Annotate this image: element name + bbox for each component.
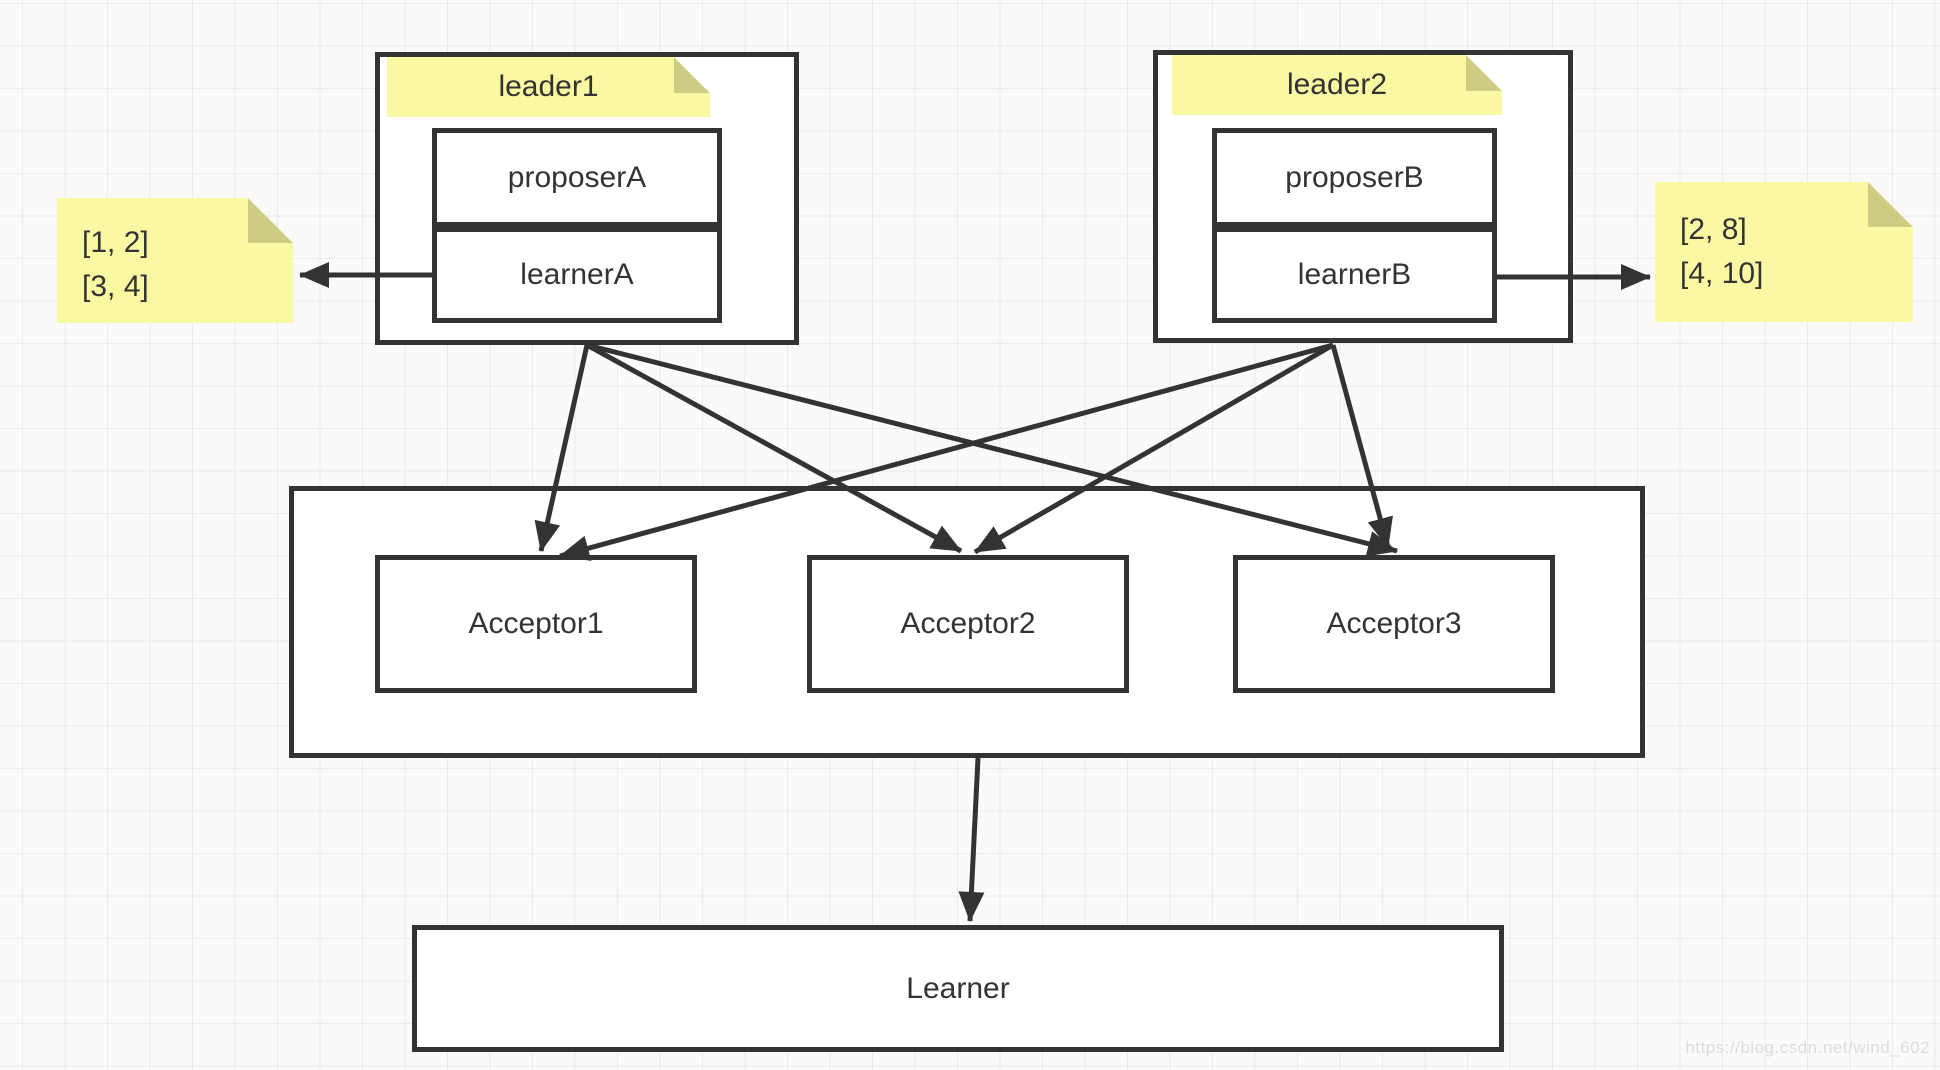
note-line: [4, 10] xyxy=(1680,257,1764,290)
watermark-text: https://blog.csdn.net/wind_602 xyxy=(1685,1038,1930,1057)
leader2-group-box: leader2 proposerB learnerB xyxy=(1153,50,1573,343)
acceptor1-label: Acceptor1 xyxy=(468,607,604,640)
acceptor2-box: Acceptor2 xyxy=(807,555,1129,693)
proposerB-label: proposerB xyxy=(1285,160,1424,194)
acceptor2-label: Acceptor2 xyxy=(900,607,1036,640)
learnerA-label: learnerA xyxy=(520,258,634,291)
proposerA-box: proposerA xyxy=(432,128,722,227)
learnerB-label: learnerB xyxy=(1297,258,1412,291)
acceptor1-box: Acceptor1 xyxy=(375,555,697,693)
acceptor3-label: Acceptor3 xyxy=(1326,607,1462,640)
acceptor3-box: Acceptor3 xyxy=(1233,555,1555,693)
leader2-values-note: [2, 8] [4, 10] xyxy=(1655,182,1913,322)
proposerB-box: proposerB xyxy=(1212,128,1497,227)
learnerA-box: learnerA xyxy=(432,227,722,323)
learnerB-box: learnerB xyxy=(1212,227,1497,323)
leader1-group-box: leader1 proposerA learnerA xyxy=(375,52,799,345)
note-line: [2, 8] xyxy=(1680,213,1747,246)
note-line: [1, 2] xyxy=(82,225,149,259)
leader2-title-note: leader2 xyxy=(1172,55,1502,115)
learner-label: Learner xyxy=(906,971,1010,1005)
acceptor-group-box: Acceptor1 Acceptor2 Acceptor3 xyxy=(289,486,1645,758)
leader1-title: leader1 xyxy=(498,70,599,103)
leader1-title-note: leader1 xyxy=(387,57,710,117)
note-line: [3, 4] xyxy=(82,269,149,303)
arrow-acceptors-to-learner xyxy=(958,757,985,922)
leader1-values-note: [1, 2] [3, 4] xyxy=(57,198,293,323)
leader2-title: leader2 xyxy=(1286,68,1388,101)
learner-box: Learner xyxy=(412,925,1504,1052)
proposerA-label: proposerA xyxy=(507,160,647,194)
